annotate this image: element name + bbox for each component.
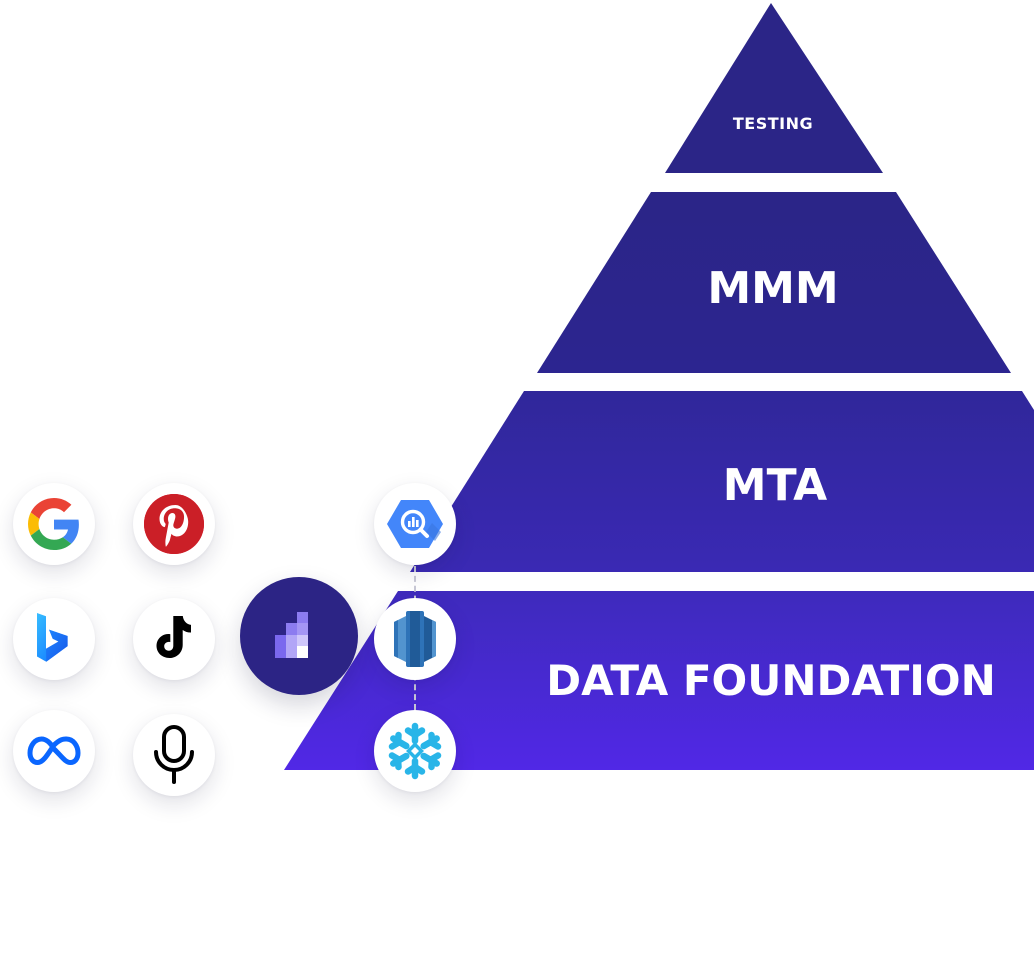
snowflake-icon — [388, 722, 442, 780]
tier-mta-label: MTA — [723, 460, 827, 511]
platform-hub — [240, 577, 358, 695]
meta-source — [13, 710, 95, 792]
tier-data-foundation: DATA FOUNDATION — [284, 591, 1034, 770]
platform-logo-icon — [275, 612, 308, 658]
tier-mmm-label: MMM — [707, 263, 838, 314]
bigquery-source — [374, 483, 456, 565]
bigquery-icon — [387, 500, 443, 548]
tier-mmm: MMM — [537, 192, 1011, 373]
pinterest-icon — [144, 494, 204, 554]
podcast-source — [133, 714, 215, 796]
pinterest-source — [133, 483, 215, 565]
redshift-source — [374, 598, 456, 680]
tier-testing-label: TESTING — [733, 114, 813, 133]
bing-icon — [37, 613, 68, 662]
tier-testing: TESTING — [665, 3, 883, 173]
tier-data-foundation-label: DATA FOUNDATION — [546, 656, 996, 705]
snowflake-source — [374, 710, 456, 792]
meta-icon — [27, 736, 81, 766]
podcast-microphone-icon — [154, 725, 194, 784]
tier-mta: MTA — [410, 391, 1034, 572]
google-source — [13, 483, 95, 565]
tiktok-source — [133, 598, 215, 680]
google-icon — [28, 498, 79, 550]
redshift-icon — [394, 611, 436, 667]
tiktok-icon — [156, 616, 191, 658]
bing-source — [13, 598, 95, 680]
